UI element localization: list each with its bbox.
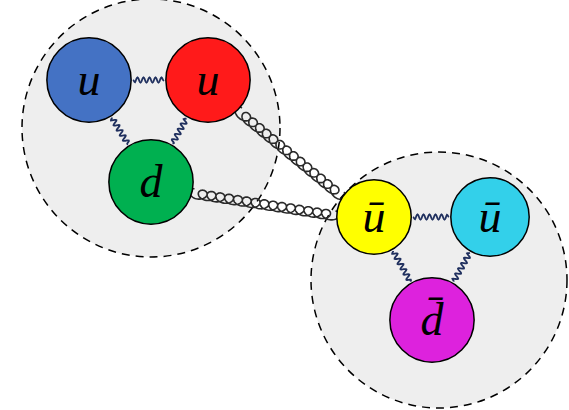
quark-label: d (140, 159, 163, 205)
antiproton-outline (311, 152, 567, 408)
gluon-bond (452, 253, 470, 282)
quark-label: d̄ (421, 297, 444, 343)
quark-fill (166, 38, 250, 122)
quark-circle: u (46, 37, 132, 123)
gluon-bond (133, 77, 164, 82)
proton-outline (22, 0, 280, 257)
quark-label: u (197, 57, 220, 103)
gluon-bond (111, 118, 129, 145)
quark-fill (47, 38, 131, 122)
gluon-bond (172, 118, 187, 143)
quark-circle: d̄ (389, 277, 475, 363)
gluon-bond (413, 214, 449, 219)
quark-label: ū (363, 194, 386, 240)
quark-fill (337, 180, 411, 254)
quark-circle: ū (450, 177, 530, 257)
quark-label: u (78, 57, 101, 103)
quark-circle: u (165, 37, 251, 123)
quark-fill (451, 178, 529, 256)
gluon-line (189, 189, 339, 220)
quark-fill (109, 140, 193, 224)
gluon-bond (392, 251, 411, 282)
quark-circle: ū (336, 179, 412, 255)
quark-fill (390, 278, 474, 362)
quark-circle: d (108, 139, 194, 225)
gluon-line (235, 107, 346, 200)
quark-label: ū (479, 194, 502, 240)
